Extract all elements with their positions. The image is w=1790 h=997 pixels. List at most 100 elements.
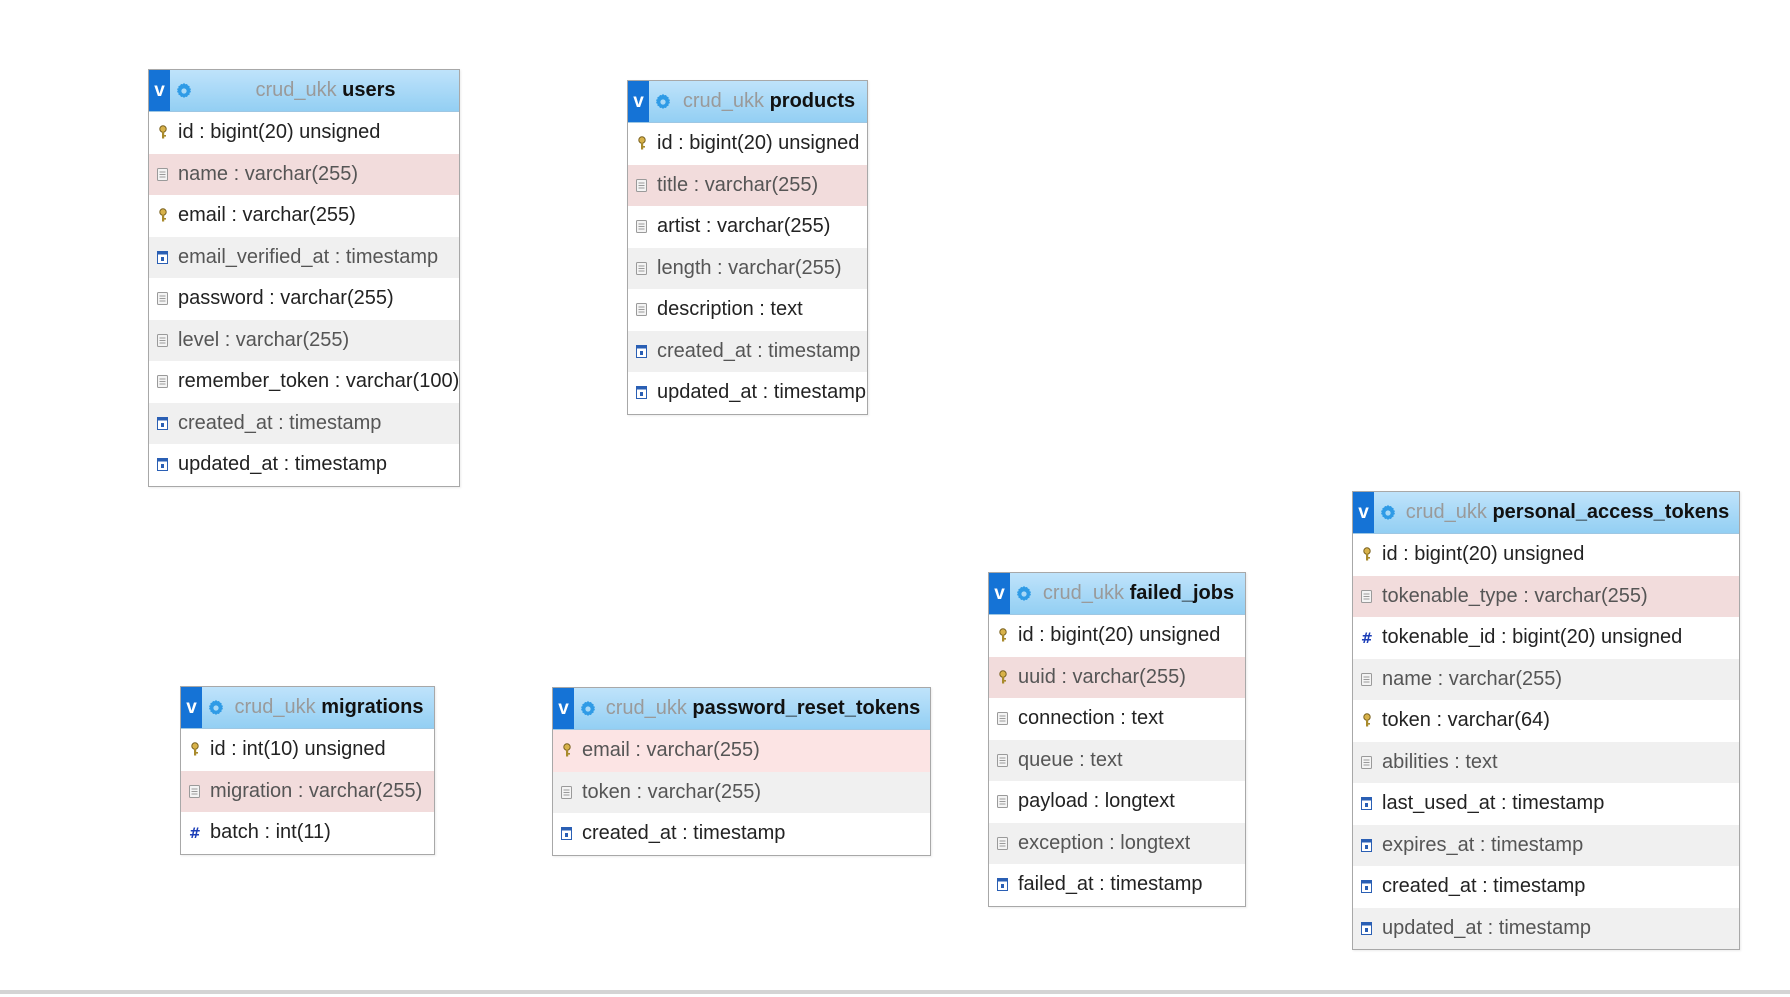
column-icon [635, 260, 648, 276]
column-label: password : varchar(255) [178, 287, 394, 310]
hash-icon: # [1360, 630, 1373, 646]
svg-text:#: # [1361, 631, 1372, 644]
column-row[interactable]: migration : varchar(255) [181, 770, 434, 812]
column-row[interactable]: id : bigint(20) unsigned [628, 123, 867, 165]
table-header[interactable]: v crud_ukk products [628, 81, 867, 123]
column-row[interactable]: failed_at : timestamp [989, 864, 1245, 906]
column-row[interactable]: id : bigint(20) unsigned [149, 112, 459, 154]
table-products[interactable]: v crud_ukk products id : bigint(20) unsign… [627, 80, 868, 415]
table-header[interactable]: v crud_ukk personal_access_tokens [1353, 492, 1739, 534]
table-name: personal_access_tokens [1492, 501, 1730, 523]
column-row[interactable]: connection : text [989, 698, 1245, 740]
column-row[interactable]: id : bigint(20) unsigned [989, 615, 1245, 657]
column-row[interactable]: # tokenable_id : bigint(20) unsigned [1353, 617, 1739, 659]
toggle-columns-button[interactable]: v [1353, 492, 1374, 533]
calendar-icon [1360, 796, 1373, 812]
column-label: remember_token : varchar(100) [178, 370, 459, 393]
column-row[interactable]: updated_at : timestamp [149, 444, 459, 486]
column-row[interactable]: token : varchar(64) [1353, 700, 1739, 742]
calendar-icon [1360, 837, 1373, 853]
table-header[interactable]: v crud_ukk password_reset_tokens [553, 688, 930, 730]
table-title: crud_ukk personal_access_tokens [1402, 501, 1739, 524]
column-label: failed_at : timestamp [1018, 873, 1203, 896]
column-label: token : varchar(64) [1382, 709, 1550, 732]
hash-icon: # [188, 825, 201, 841]
toggle-columns-button[interactable]: v [181, 687, 202, 728]
column-row[interactable]: level : varchar(255) [149, 319, 459, 361]
column-row[interactable]: payload : longtext [989, 781, 1245, 823]
toggle-columns-button[interactable]: v [149, 70, 170, 111]
column-row[interactable]: length : varchar(255) [628, 247, 867, 289]
column-row[interactable]: email_verified_at : timestamp [149, 236, 459, 278]
gear-icon[interactable] [1374, 492, 1402, 533]
column-row[interactable]: email : varchar(255) [149, 195, 459, 237]
column-row[interactable]: abilities : text [1353, 741, 1739, 783]
svg-text:#: # [189, 826, 200, 839]
calendar-icon [156, 249, 169, 265]
column-label: tokenable_id : bigint(20) unsigned [1382, 626, 1683, 649]
column-row[interactable]: created_at : timestamp [1353, 866, 1739, 908]
gear-icon[interactable] [649, 81, 677, 122]
key-icon [156, 125, 169, 141]
column-row[interactable]: updated_at : timestamp [628, 372, 867, 414]
toggle-columns-button[interactable]: v [553, 688, 574, 729]
column-row[interactable]: id : bigint(20) unsigned [1353, 534, 1739, 576]
toggle-columns-button[interactable]: v [989, 573, 1010, 614]
column-label: email : varchar(255) [582, 739, 760, 762]
gear-icon[interactable] [202, 687, 230, 728]
column-label: connection : text [1018, 707, 1164, 730]
column-row[interactable]: name : varchar(255) [1353, 658, 1739, 700]
column-row[interactable]: expires_at : timestamp [1353, 824, 1739, 866]
gear-icon[interactable] [1010, 573, 1038, 614]
column-row[interactable]: artist : varchar(255) [628, 206, 867, 248]
table-name: failed_jobs [1129, 582, 1235, 604]
column-row[interactable]: id : int(10) unsigned [181, 729, 434, 771]
column-row[interactable]: description : text [628, 289, 867, 331]
column-label: created_at : timestamp [178, 411, 382, 434]
key-icon [635, 136, 648, 152]
column-row[interactable]: created_at : timestamp [628, 330, 867, 372]
column-label: migration : varchar(255) [210, 779, 423, 802]
column-row[interactable]: name : varchar(255) [149, 153, 459, 195]
column-label: created_at : timestamp [582, 822, 786, 845]
column-row[interactable]: exception : longtext [989, 822, 1245, 864]
column-icon [156, 332, 169, 348]
column-row[interactable]: queue : text [989, 739, 1245, 781]
gear-icon[interactable] [574, 688, 602, 729]
column-row[interactable]: uuid : varchar(255) [989, 656, 1245, 698]
column-row[interactable]: title : varchar(255) [628, 164, 867, 206]
table-header[interactable]: v crud_ukk failed_jobs [989, 573, 1245, 615]
column-row[interactable]: token : varchar(255) [553, 771, 930, 813]
table-title: crud_ukk failed_jobs [1038, 582, 1245, 605]
column-row[interactable]: remember_token : varchar(100) [149, 361, 459, 403]
column-row[interactable]: updated_at : timestamp [1353, 907, 1739, 949]
column-row[interactable]: password : varchar(255) [149, 278, 459, 320]
toggle-columns-button[interactable]: v [628, 81, 649, 122]
column-label: id : bigint(20) unsigned [178, 121, 381, 144]
calendar-icon [635, 385, 648, 401]
column-row[interactable]: email : varchar(255) [553, 730, 930, 772]
column-label: id : bigint(20) unsigned [1018, 624, 1221, 647]
calendar-icon [1360, 879, 1373, 895]
gear-icon[interactable] [170, 70, 198, 111]
table-title: crud_ukk products [677, 90, 867, 113]
calendar-icon [996, 877, 1009, 893]
calendar-icon [560, 826, 573, 842]
database-name: crud_ukk [255, 79, 337, 101]
column-icon [156, 291, 169, 307]
key-icon [560, 743, 573, 759]
column-row[interactable]: last_used_at : timestamp [1353, 783, 1739, 825]
column-row[interactable]: created_at : timestamp [553, 813, 930, 855]
column-row[interactable]: #batch : int(11) [181, 812, 434, 854]
column-row[interactable]: tokenable_type : varchar(255) [1353, 575, 1739, 617]
table-title: crud_ukk password_reset_tokens [602, 697, 930, 720]
column-row[interactable]: created_at : timestamp [149, 402, 459, 444]
key-icon [1360, 713, 1373, 729]
